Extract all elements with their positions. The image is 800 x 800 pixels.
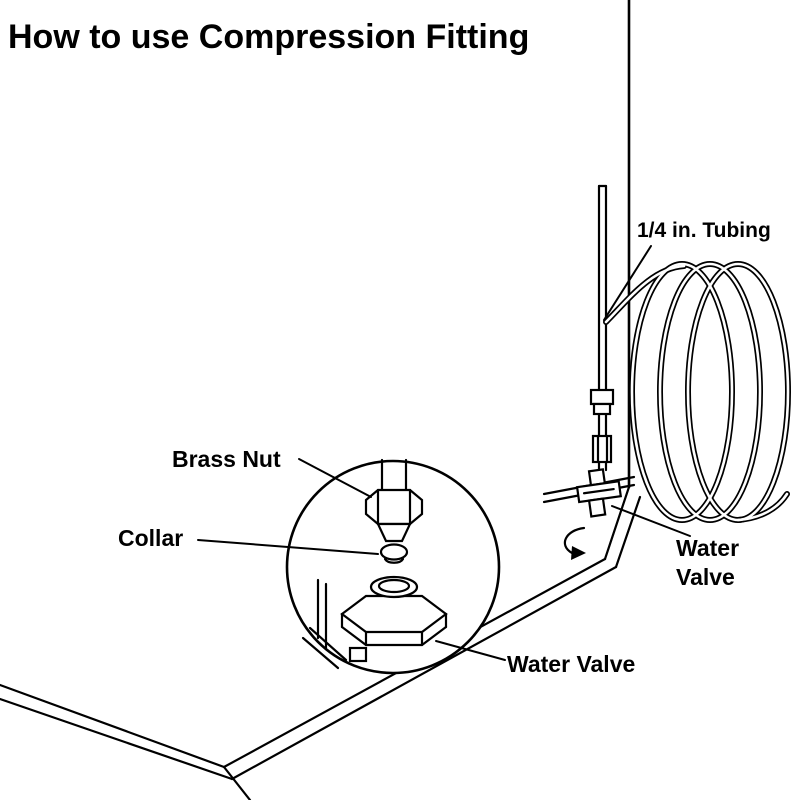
collar-label: Collar <box>118 525 183 551</box>
collar-leader-line <box>197 539 379 555</box>
water-valve-side-label-line2: Valve <box>676 564 735 590</box>
collar <box>379 543 409 564</box>
labels: How to use Compression Fitting 1/4 in. T… <box>8 18 771 677</box>
water-line-pipe <box>589 184 615 472</box>
water-valve-bottom-leader-line <box>435 640 506 661</box>
valve-body <box>340 575 448 647</box>
appliance-outline <box>0 0 642 800</box>
leader-lines <box>197 245 691 661</box>
brass-nut-label: Brass Nut <box>172 446 281 472</box>
supply-tube <box>380 458 408 494</box>
brass-nut <box>364 488 424 543</box>
water-valve-side-label-line1: Water <box>676 535 739 561</box>
magnified-detail <box>285 458 501 675</box>
tubing-leader-line <box>603 245 652 321</box>
water-valve-actual <box>542 468 636 560</box>
flow-direction-arrow <box>563 526 586 555</box>
water-valve-bottom-label: Water Valve <box>507 651 635 677</box>
cabinet-detail-lines <box>301 578 368 670</box>
brass-nut-leader-line <box>298 458 372 498</box>
water-valve-side-leader-line <box>611 505 691 537</box>
tubing-coil <box>603 261 791 523</box>
diagram-title: How to use Compression Fitting <box>8 18 529 56</box>
tubing-label: 1/4 in. Tubing <box>637 219 771 242</box>
